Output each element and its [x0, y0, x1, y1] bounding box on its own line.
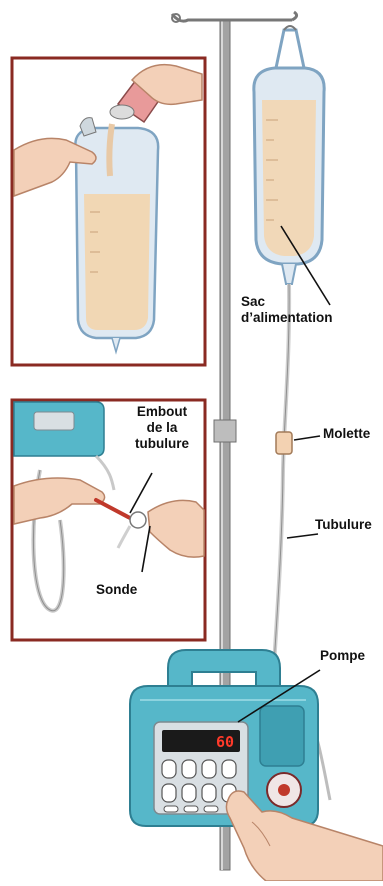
label-tube-tip: Embout de la tubulure — [126, 404, 198, 452]
pump-key[interactable] — [182, 784, 196, 802]
label-feeding-bag-line1: Sac — [241, 294, 333, 310]
pump-key[interactable] — [222, 760, 236, 778]
pump-key[interactable] — [202, 760, 216, 778]
label-probe: Sonde — [96, 582, 137, 598]
pump-key[interactable] — [162, 784, 176, 802]
label-pump: Pompe — [320, 648, 365, 664]
pump-key[interactable] — [182, 760, 196, 778]
pump-display-value: 60 — [216, 733, 234, 751]
label-tube-tip-line2: de la — [126, 420, 198, 436]
label-feeding-bag: Sac d’alimentation — [241, 294, 333, 326]
label-feeding-bag-line2: d’alimentation — [241, 310, 333, 326]
roller-clamp — [276, 432, 292, 454]
label-tubing: Tubulure — [315, 517, 372, 533]
pump-key[interactable] — [162, 760, 176, 778]
feeding-bag — [254, 26, 324, 284]
label-roller-clamp: Molette — [323, 426, 370, 442]
pump-key[interactable] — [202, 784, 216, 802]
label-tube-tip-line3: tubulure — [126, 436, 198, 452]
label-tube-tip-line1: Embout — [126, 404, 198, 420]
inset-filling-bag — [12, 58, 205, 365]
